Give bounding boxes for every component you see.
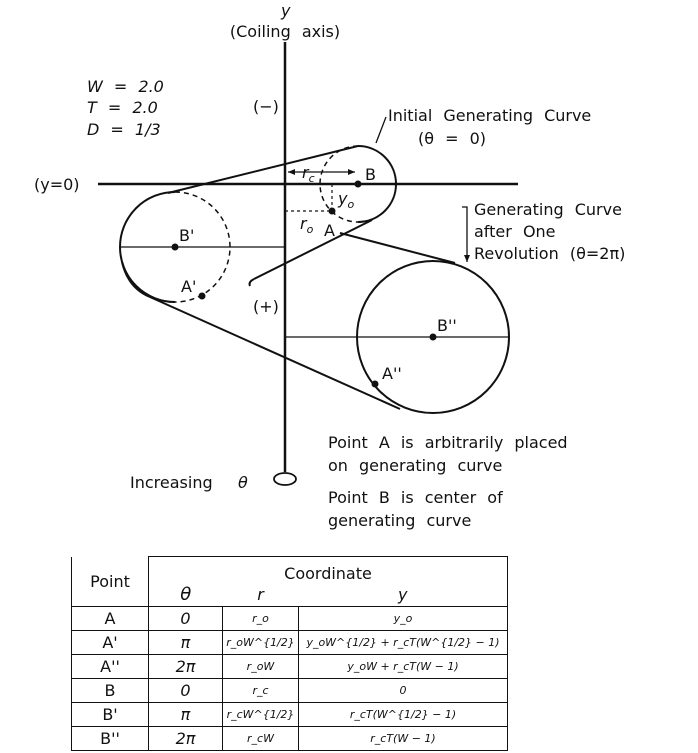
after-label-1: Generating Curve	[474, 200, 622, 219]
point-a1	[198, 292, 206, 300]
initial-theta-label: (θ = 0)	[418, 129, 486, 148]
point-a	[328, 207, 336, 215]
point-b	[354, 180, 362, 188]
lower-envelope	[121, 261, 401, 410]
ro-label: ro	[300, 214, 314, 236]
rotation-arrow-icon	[273, 472, 297, 486]
cell-theta: π	[148, 630, 223, 655]
initial-curve-label: Initial Generating Curve	[388, 106, 591, 125]
cell-theta: 2π	[148, 654, 223, 679]
cell-y: y_o	[298, 606, 508, 631]
cell-r: r_cW^{1/2}	[222, 702, 299, 727]
point-header: Point	[71, 556, 149, 607]
initial-leader	[375, 116, 387, 144]
cell-y: 0	[298, 678, 508, 703]
cell-r: r_oW^{1/2}	[222, 630, 299, 655]
leader-arrow-icon	[464, 255, 470, 262]
note-3: Point B is center of	[328, 488, 503, 507]
coordinate-header: Coordinate	[148, 556, 508, 583]
theta-header: θ	[148, 583, 223, 607]
cell-r: r_c	[222, 678, 299, 703]
envelope-hook	[248, 278, 255, 287]
arrowheads-icon	[288, 169, 355, 175]
increasing-label: Increasing	[130, 473, 213, 492]
middle-envelope	[339, 232, 456, 264]
upper-envelope	[167, 145, 359, 194]
cell-point: A''	[71, 654, 149, 679]
cell-y: y_oW^{1/2} + r_cT(W^{1/2} − 1)	[298, 630, 508, 655]
cell-theta: π	[148, 702, 223, 727]
cell-point: B'	[71, 702, 149, 727]
after-leader	[462, 206, 468, 262]
y-axis-label: y	[280, 1, 291, 20]
plus-label: (+)	[253, 297, 279, 316]
minus-label: (−)	[253, 97, 279, 116]
y-zero-label: (y=0)	[34, 175, 80, 194]
initial-curve-solid	[357, 145, 397, 223]
table-header-row: Point Coordinate	[71, 556, 508, 607]
param-t: T = 2.0	[87, 98, 158, 117]
r-header: r	[222, 583, 299, 607]
note-1: Point A is arbitrarily placed	[328, 433, 568, 452]
after-label-2: after One	[474, 222, 556, 241]
cell-theta: 0	[148, 606, 223, 631]
cell-point: B	[71, 678, 149, 703]
axis-caption: (Coiling axis)	[230, 22, 340, 41]
initial-curve-dashed	[319, 145, 359, 223]
cell-y: y_oW + r_cT(W − 1)	[298, 654, 508, 679]
yo-label: yo	[337, 189, 354, 211]
cell-point: A'	[71, 630, 149, 655]
cell-y: r_cT(W^{1/2} − 1)	[298, 702, 508, 727]
increasing-theta: θ	[238, 473, 248, 492]
point-a2	[371, 380, 379, 388]
cell-point: A	[71, 606, 149, 631]
cell-theta: 2π	[148, 726, 223, 751]
y-header: y	[298, 583, 508, 607]
after-label-3: Revolution (θ=2π)	[474, 244, 625, 263]
rc-label: rc	[302, 163, 315, 185]
b1-label: B'	[179, 226, 194, 245]
cell-r: r_oW	[222, 654, 299, 679]
b2-label: B''	[437, 316, 457, 335]
a1-label: A'	[181, 277, 196, 296]
cell-point: B''	[71, 726, 149, 751]
cell-theta: 0	[148, 678, 223, 703]
a-label: A	[324, 221, 335, 240]
param-w: W = 2.0	[87, 77, 164, 96]
cell-y: r_cT(W − 1)	[298, 726, 508, 751]
cell-r: r_cW	[222, 726, 299, 751]
note-4: generating curve	[328, 511, 471, 530]
point-b2	[429, 333, 437, 341]
a2-label: A''	[382, 364, 402, 383]
table-subheader-row: θ r y	[72, 583, 508, 607]
note-2: on generating curve	[328, 456, 502, 475]
inner-envelope	[253, 219, 373, 280]
b-label: B	[365, 165, 376, 184]
param-d: D = 1/3	[87, 120, 161, 139]
cell-r: r_o	[222, 606, 299, 631]
point-b1	[171, 243, 179, 251]
